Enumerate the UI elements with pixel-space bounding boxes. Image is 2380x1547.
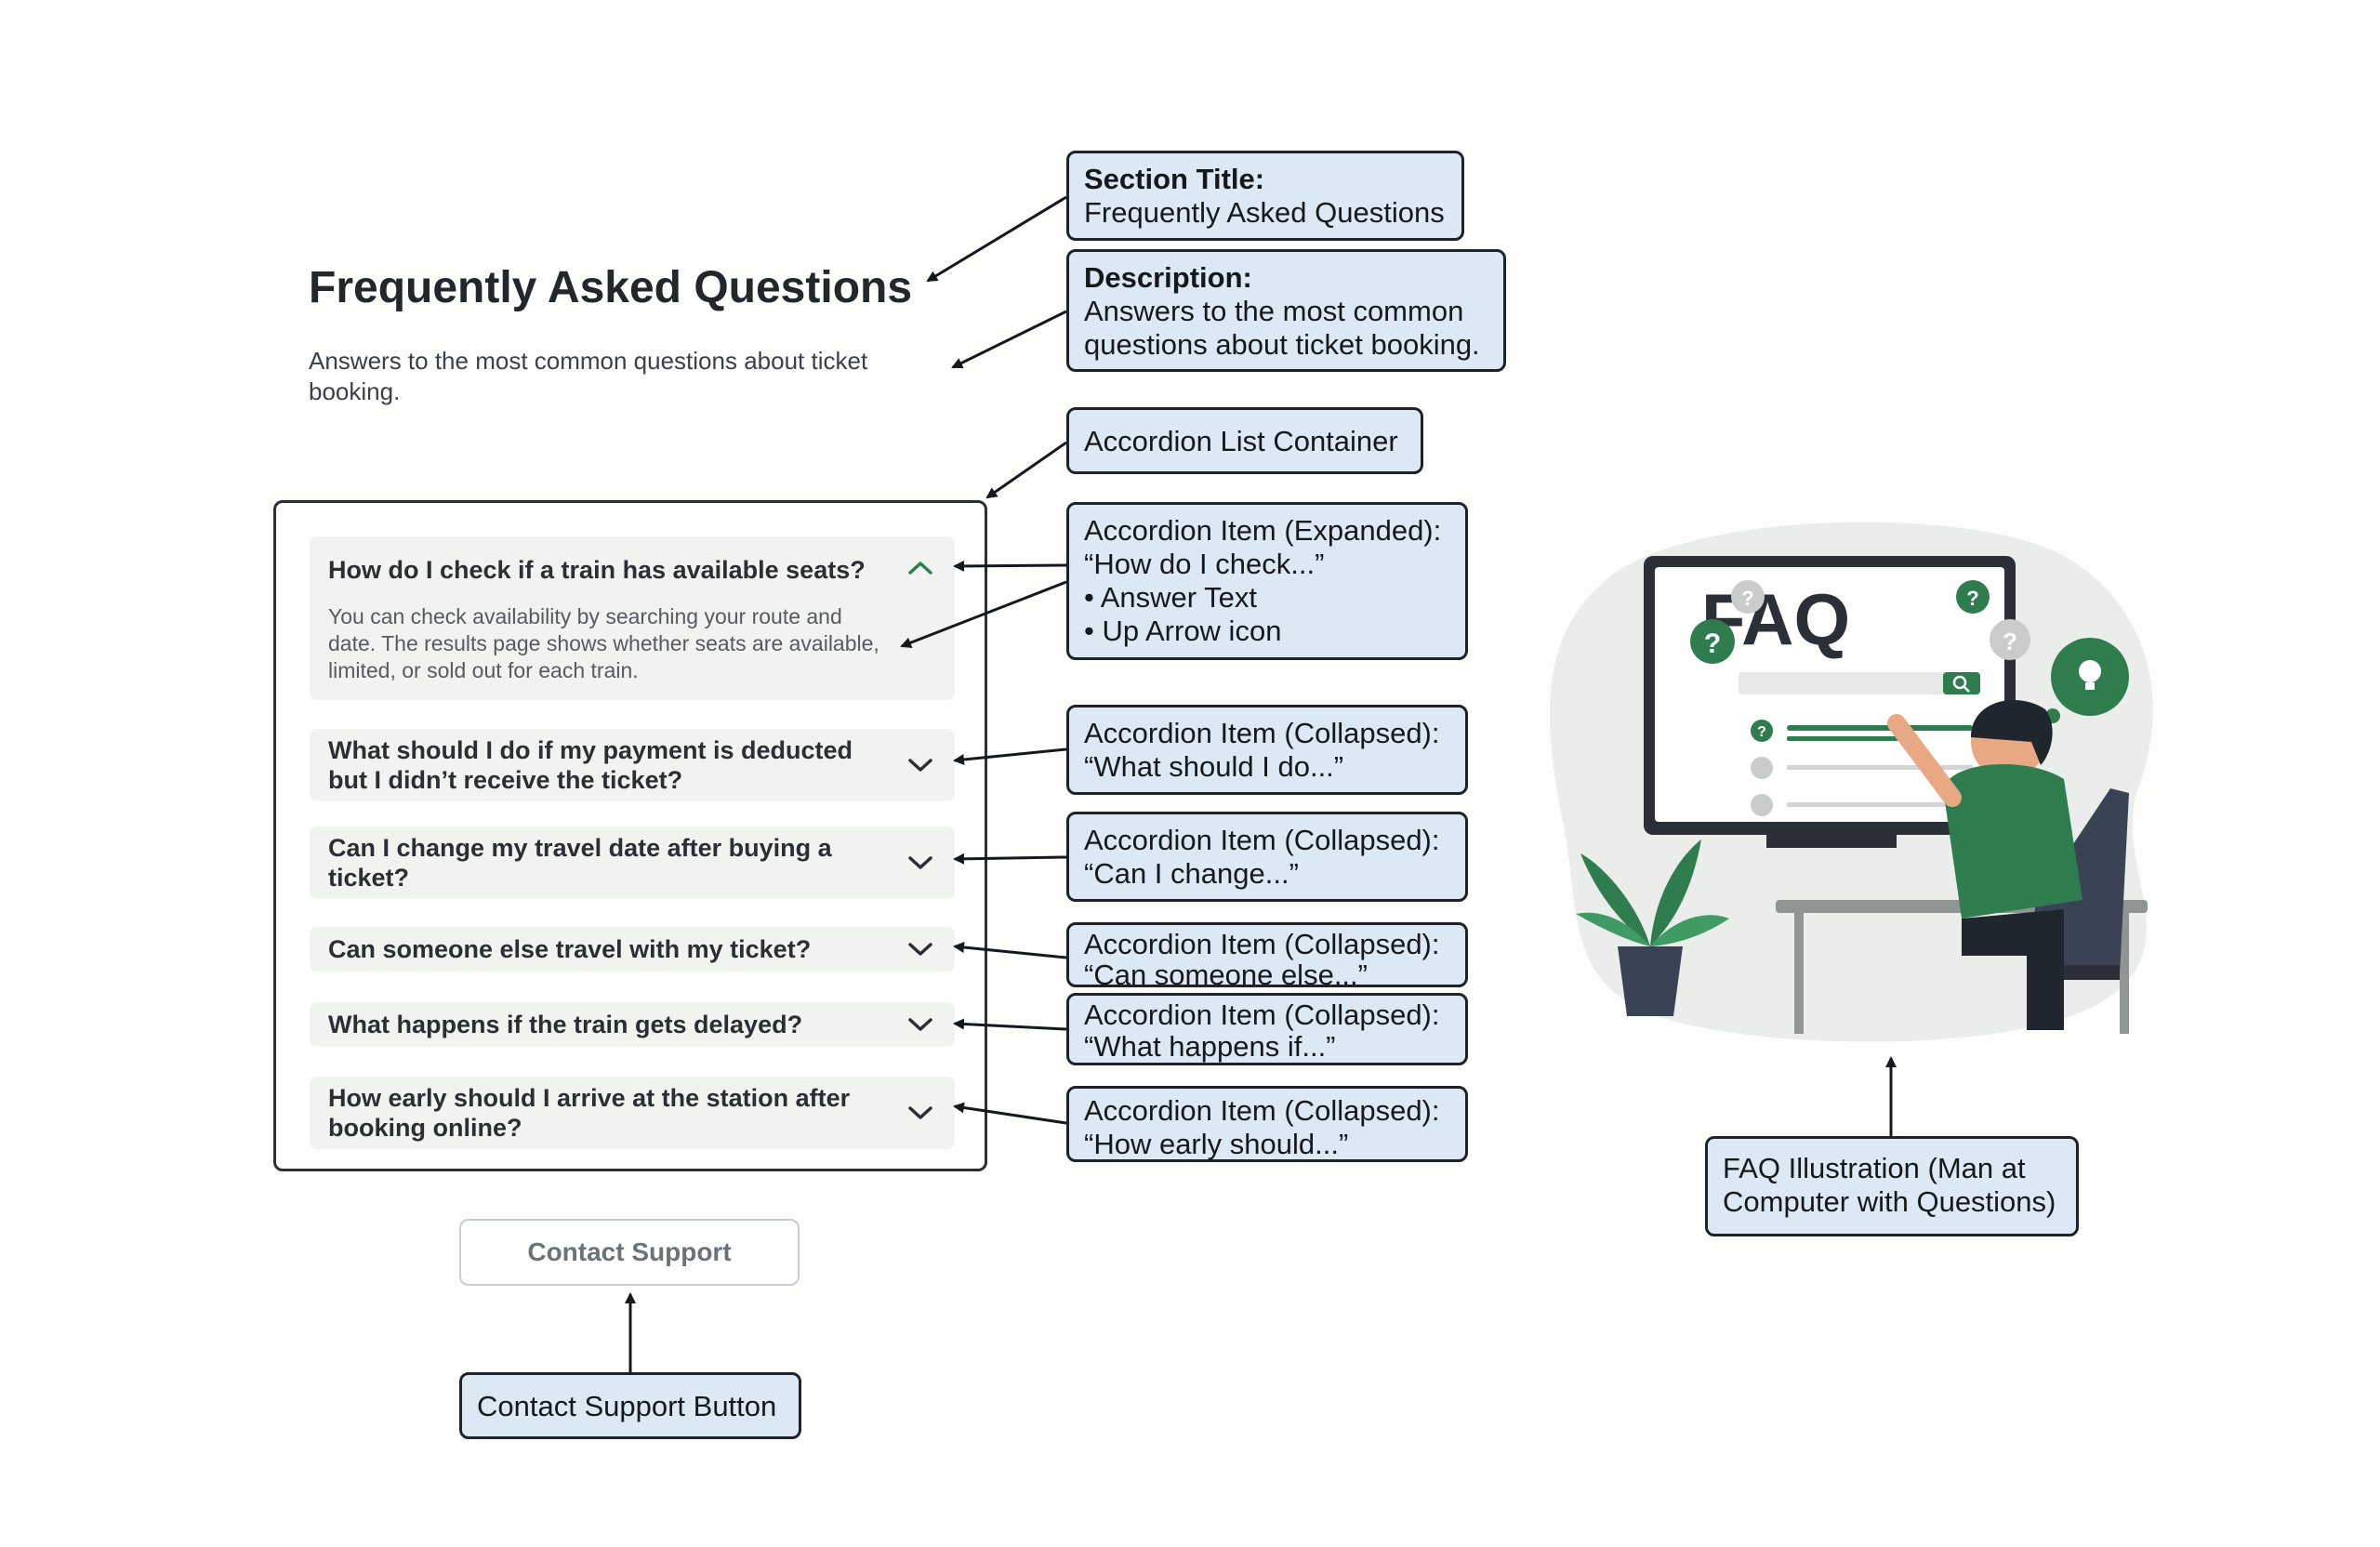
annotation-line: Accordion Item (Collapsed):	[1084, 928, 1440, 960]
arrow	[953, 1018, 1067, 1031]
chevron-down-icon[interactable]	[906, 853, 934, 872]
annotation-line: Accordion Item (Collapsed):	[1084, 824, 1440, 856]
contact-support-button[interactable]: Contact Support	[459, 1219, 800, 1286]
accordion-item[interactable]: What happens if the train gets delayed?	[310, 1002, 955, 1047]
accordion-item[interactable]: How early should I arrive at the station…	[310, 1077, 955, 1149]
annotation-line: “Can I change...”	[1084, 857, 1299, 890]
annotation-accordion-container: Accordion List Container	[1066, 407, 1423, 474]
svg-text:?: ?	[2003, 628, 2017, 655]
chevron-up-icon[interactable]	[906, 559, 934, 577]
arrow	[953, 1102, 1067, 1125]
chevron-down-icon[interactable]	[906, 1104, 934, 1122]
annotation-line: Accordion Item (Collapsed):	[1084, 998, 1440, 1031]
annotation-heading: Description:	[1084, 261, 1252, 294]
annotation-line: Frequently Asked Questions	[1084, 196, 1445, 229]
arrow	[985, 441, 1067, 499]
annotation-line: “What happens if...”	[1084, 1030, 1336, 1063]
annotation-line: Contact Support Button	[477, 1390, 777, 1422]
annotation-section-title: Section Title: Frequently Asked Question…	[1066, 151, 1464, 241]
annotation-item-collapsed-3: Accordion Item (Collapsed): “Can I chang…	[1066, 812, 1468, 902]
page-description: Answers to the most common questions abo…	[309, 347, 868, 405]
chevron-down-icon[interactable]	[906, 1015, 934, 1034]
annotation-line: “What should I do...”	[1084, 750, 1344, 783]
page-title: Frequently Asked Questions	[309, 263, 913, 312]
annotation-line: Accordion Item (Collapsed):	[1084, 717, 1440, 749]
accordion-item[interactable]: Can I change my travel date after buying…	[310, 826, 955, 899]
accordion-item-expanded[interactable]: How do I check if a train has available …	[310, 536, 955, 700]
annotation-line: FAQ Illustration (Man at	[1723, 1152, 2026, 1184]
arrow	[953, 560, 1067, 572]
annotation-line: • Up Arrow icon	[1084, 615, 1282, 647]
annotation-item-collapsed-6: Accordion Item (Collapsed): “How early s…	[1066, 1086, 1468, 1162]
annotation-item-expanded: Accordion Item (Expanded): “How do I che…	[1066, 502, 1468, 660]
arrow	[900, 580, 1067, 648]
accordion-answer: You can check availability by searching …	[328, 604, 879, 682]
annotation-line: Answers to the most common	[1084, 295, 1464, 327]
accordion-list: How do I check if a train has available …	[273, 500, 987, 1171]
annotation-line: • Answer Text	[1084, 581, 1258, 614]
annotation-line: Accordion List Container	[1084, 425, 1398, 457]
annotation-line: Accordion Item (Expanded):	[1084, 514, 1442, 547]
accordion-question: Can I change my travel date after buying…	[328, 834, 832, 892]
svg-text:?: ?	[1741, 587, 1753, 610]
accordion-question: How do I check if a train has available …	[328, 556, 866, 584]
arrow	[953, 853, 1067, 865]
arrow	[951, 310, 1067, 369]
arrow	[953, 942, 1067, 959]
accordion-item[interactable]: Can someone else travel with my ticket?	[310, 927, 955, 972]
annotation-line: questions about ticket booking.	[1084, 328, 1480, 361]
accordion-question: Can someone else travel with my ticket?	[328, 935, 812, 963]
svg-text:?: ?	[1757, 724, 1766, 740]
annotation-description: Description: Answers to the most common …	[1066, 249, 1506, 372]
annotation-line: Computer with Questions)	[1723, 1185, 2056, 1218]
annotation-contact-button: Contact Support Button	[459, 1372, 801, 1439]
annotation-line: Accordion Item (Collapsed):	[1084, 1094, 1440, 1127]
chevron-down-icon[interactable]	[906, 756, 934, 774]
svg-text:?: ?	[1704, 628, 1721, 659]
accordion-item[interactable]: What should I do if my payment is deduct…	[310, 729, 955, 801]
annotation-item-collapsed-2: Accordion Item (Collapsed): “What should…	[1066, 705, 1468, 795]
annotation-line: “Can someone else...”	[1084, 959, 1368, 991]
annotation-heading: Section Title:	[1084, 163, 1265, 195]
annotation-item-collapsed-4: Accordion Item (Collapsed): “Can someone…	[1066, 922, 1468, 991]
faq-person-at-computer-icon: FAQ ? ? ? ? ?	[1549, 522, 2153, 1042]
annotation-illustration: FAQ Illustration (Man at Computer with Q…	[1705, 1136, 2079, 1236]
chevron-down-icon[interactable]	[906, 940, 934, 959]
accordion-question: What should I do if my payment is deduct…	[328, 736, 853, 794]
annotation-line: “How do I check...”	[1084, 548, 1325, 580]
arrow	[926, 195, 1067, 283]
accordion-question: How early should I arrive at the station…	[328, 1084, 851, 1142]
accordion-question: What happens if the train gets delayed?	[328, 1011, 803, 1038]
annotation-line: “How early should...”	[1084, 1128, 1349, 1160]
svg-text:?: ?	[1966, 587, 1978, 610]
arrow	[953, 747, 1067, 765]
annotation-item-collapsed-5: Accordion Item (Collapsed): “What happen…	[1066, 993, 1468, 1065]
